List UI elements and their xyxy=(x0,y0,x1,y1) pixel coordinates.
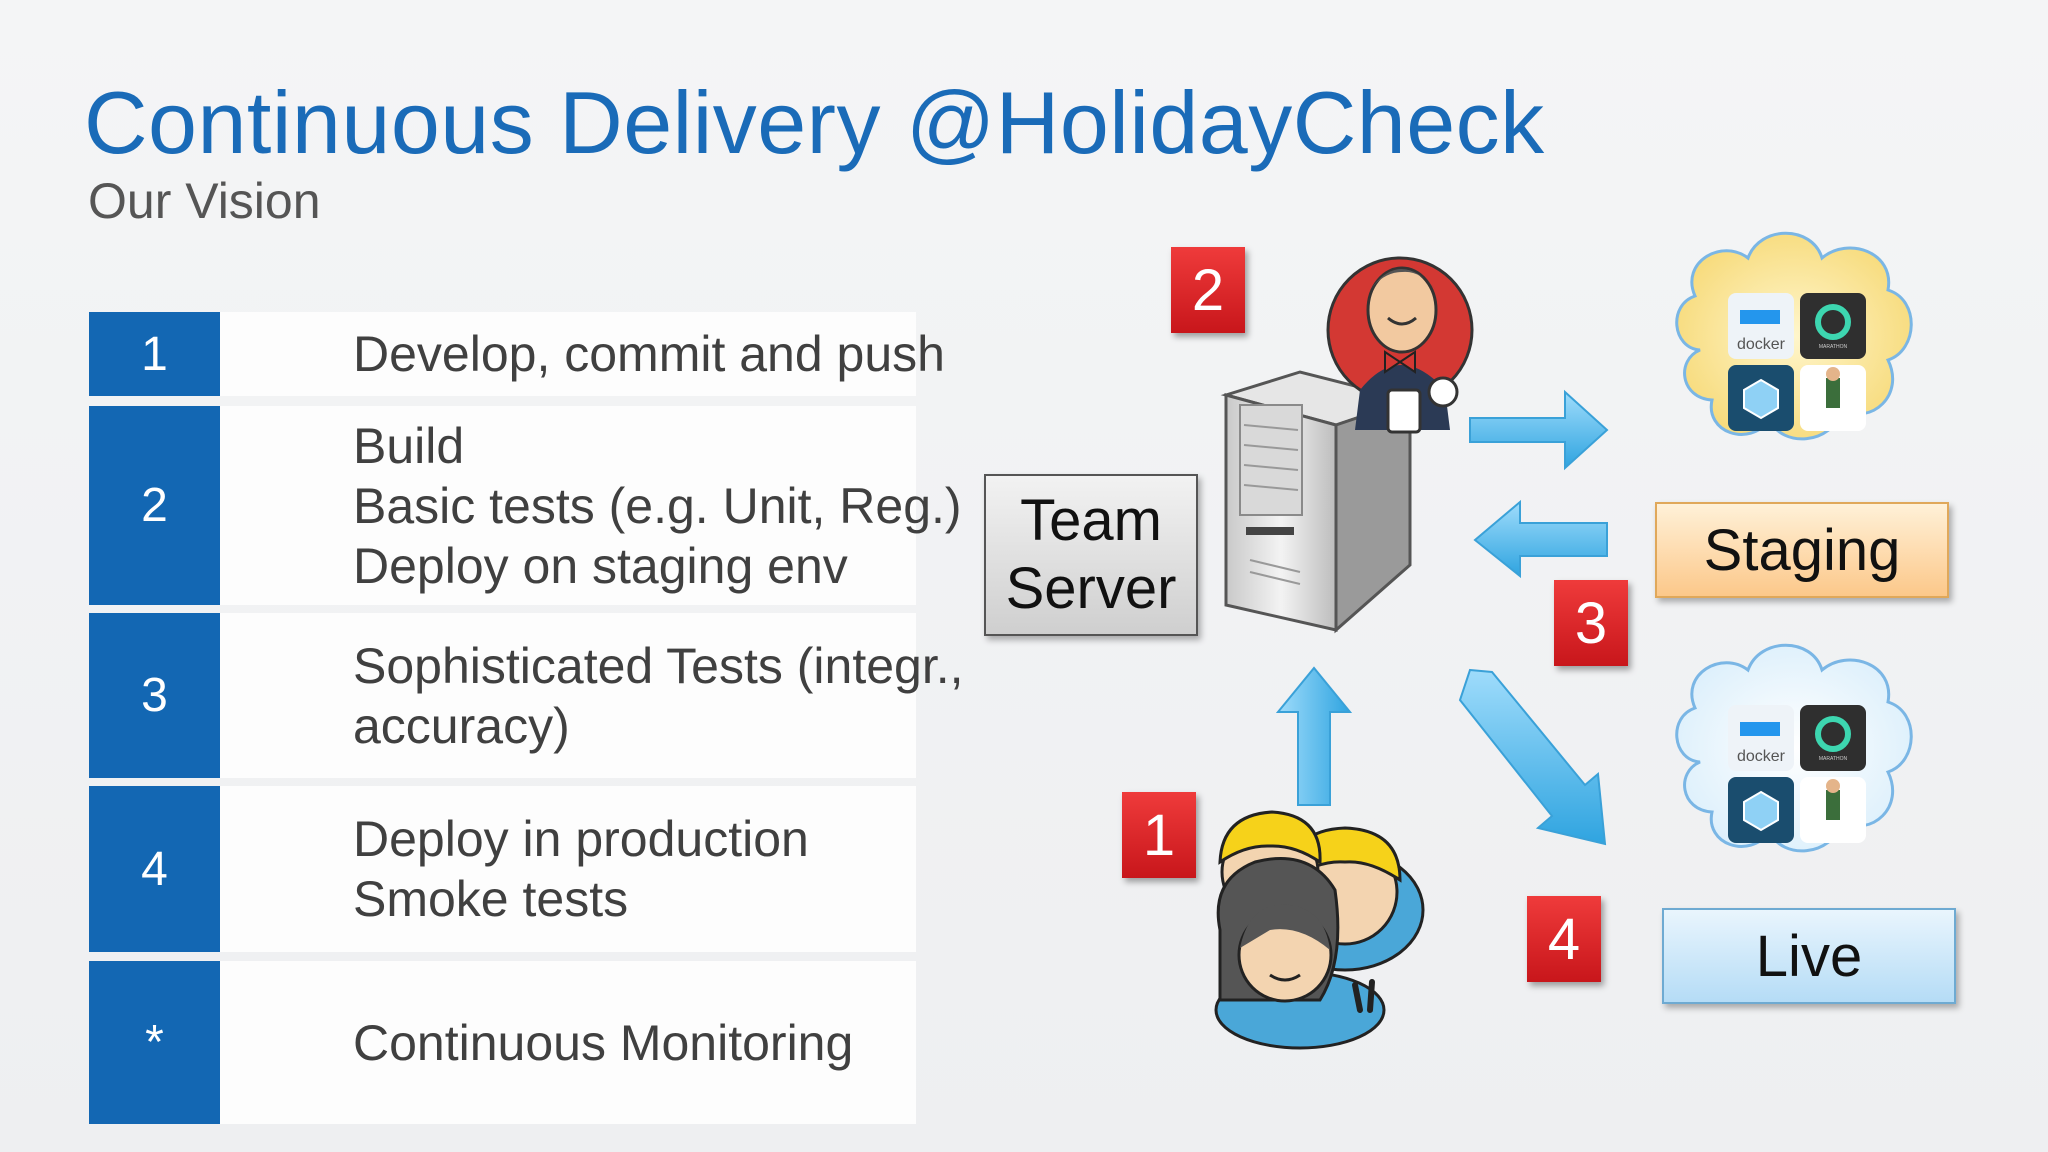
step-row-1: 1 Develop, commit and push xyxy=(89,312,945,396)
marathon-logo-text: MARATHON xyxy=(1819,344,1848,350)
badge-2: 2 xyxy=(1171,247,1245,333)
arrow-to-live xyxy=(1458,668,1607,846)
marathon-logo-text: MARATHON xyxy=(1819,756,1848,762)
step-number: 3 xyxy=(89,613,220,778)
badge-4: 4 xyxy=(1527,896,1601,982)
step-text: Develop, commit and push xyxy=(220,312,945,396)
staging-cloud: docker MARATHON xyxy=(1675,231,1913,441)
team-server-line: Team xyxy=(1020,488,1162,553)
badge-1: 1 xyxy=(1122,792,1196,878)
step-number: 1 xyxy=(89,312,220,396)
jenkins-icon xyxy=(1326,256,1474,434)
step-text: Deploy in production Smoke tests xyxy=(220,786,916,952)
server-icon xyxy=(1220,370,1416,634)
step-line: Continuous Monitoring xyxy=(353,1014,854,1071)
step-line: accuracy) xyxy=(353,697,570,754)
arrow-from-staging xyxy=(1473,499,1608,579)
docker-logo-text: docker xyxy=(1737,748,1786,765)
step-row-3: 3 Sophisticated Tests (integr., accuracy… xyxy=(89,613,964,778)
step-line: Basic tests (e.g. Unit, Reg.) xyxy=(353,477,962,534)
step-text: Build Basic tests (e.g. Unit, Reg.) Depl… xyxy=(220,406,962,605)
team-server-line: Server xyxy=(1005,556,1177,621)
step-line: Smoke tests xyxy=(353,871,629,927)
step-row-2: 2 Build Basic tests (e.g. Unit, Reg.) De… xyxy=(89,406,962,605)
step-row-monitoring: * Continuous Monitoring xyxy=(89,961,916,1124)
step-number: 2 xyxy=(89,406,220,605)
staging-box: Staging xyxy=(1655,502,1949,598)
badge-3: 3 xyxy=(1554,580,1628,666)
docker-logo-text: docker xyxy=(1737,336,1786,353)
step-line: Sophisticated Tests (integr., xyxy=(353,637,964,694)
step-line: Develop, commit and push xyxy=(353,326,945,382)
live-cloud: docker MARATHON xyxy=(1675,643,1913,853)
slide-title: Continuous Delivery @HolidayCheck xyxy=(84,73,1545,172)
arrow-to-staging xyxy=(1469,389,1609,471)
step-text: Sophisticated Tests (integr., accuracy) xyxy=(220,613,964,778)
team-server-box: Team Server xyxy=(984,474,1198,636)
step-line: Deploy on staging env xyxy=(353,537,848,594)
slide-subtitle: Our Vision xyxy=(88,173,321,229)
step-text: Continuous Monitoring xyxy=(220,961,916,1124)
step-number: * xyxy=(89,961,220,1124)
step-line: Deploy in production xyxy=(353,811,809,867)
step-row-4: 4 Deploy in production Smoke tests xyxy=(89,786,916,952)
step-line: Build xyxy=(353,417,465,474)
step-number: 4 xyxy=(89,786,220,952)
developers-icon xyxy=(1214,810,1425,1050)
live-box: Live xyxy=(1662,908,1956,1004)
arrow-up-to-server xyxy=(1275,666,1353,806)
